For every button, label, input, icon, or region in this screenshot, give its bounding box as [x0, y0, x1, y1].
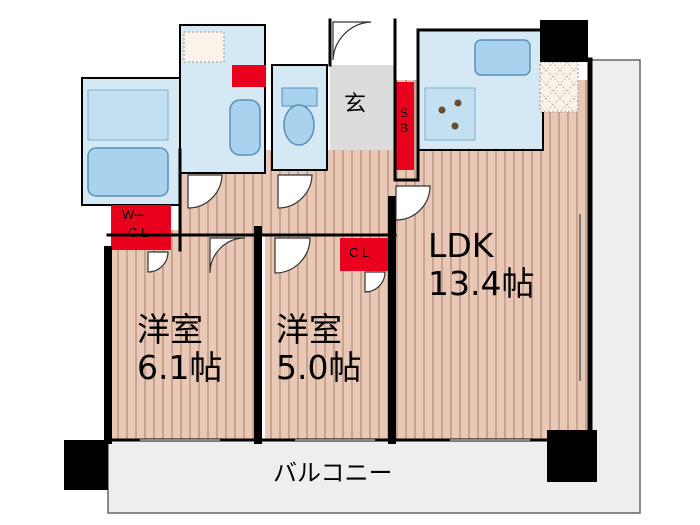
room-western1-name: 洋室: [137, 310, 203, 349]
column-bottom-right: [547, 430, 597, 482]
sb-label-b: B: [400, 121, 409, 135]
room-western2-size: 5.0帖: [276, 348, 362, 387]
cl-label: C L: [349, 245, 370, 260]
wcl-label-top: W─: [122, 207, 144, 222]
walls: [104, 18, 593, 444]
door-swings: [147, 21, 431, 293]
room-balcony-name: バルコニー: [273, 459, 393, 487]
bathtub: [87, 147, 169, 197]
bath-shower-area: [87, 89, 169, 141]
western1-floor: [112, 230, 257, 440]
entrance-floor: [330, 65, 395, 150]
burner-icon: [451, 122, 459, 130]
walk-in-closet: [111, 205, 171, 250]
burner-icon: [438, 106, 446, 114]
burner-icon: [454, 99, 462, 107]
wcl-label-bottom: C L: [128, 225, 149, 240]
room-western2-name: 洋室: [276, 310, 342, 349]
closet-red-small: [232, 65, 266, 87]
room-western1-size: 6.1帖: [137, 348, 223, 387]
entrance-label: 玄: [344, 92, 367, 117]
washbasin: [229, 99, 261, 156]
column-top-right: [540, 20, 588, 62]
column-bottom-left: [64, 440, 108, 490]
washing-machine-space: [183, 31, 225, 63]
room-ldk-name: LDK: [428, 226, 494, 265]
kitchen-sink: [474, 39, 531, 76]
toilet-bowl: [283, 104, 315, 146]
closet-cl: [340, 238, 390, 271]
sb-label-s: S: [400, 106, 409, 120]
fridge-space: [539, 61, 579, 113]
toilet-tank: [281, 87, 318, 107]
room-ldk-size: 13.4帖: [428, 264, 535, 303]
stove-top: [424, 87, 476, 141]
shoe-box: [396, 82, 414, 170]
